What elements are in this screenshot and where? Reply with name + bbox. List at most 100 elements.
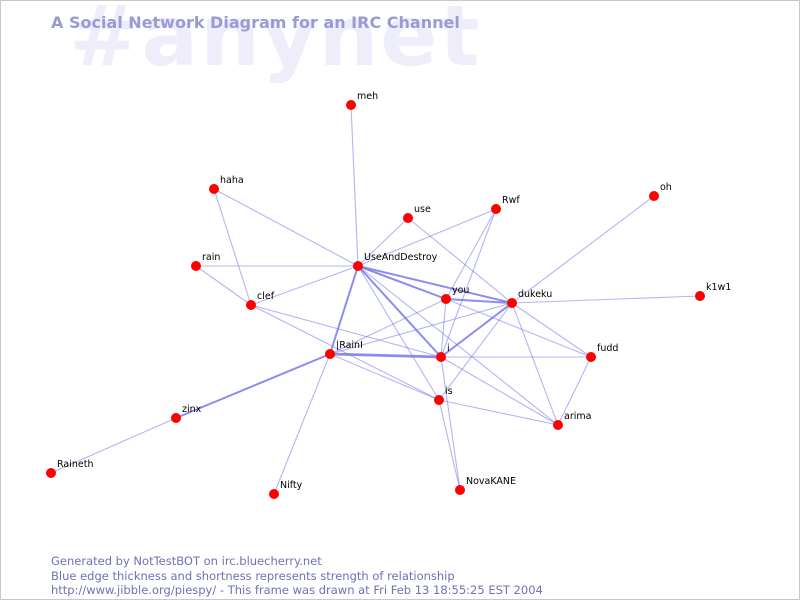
edge-is-NovaKANE — [438, 399, 461, 491]
node-label: i — [447, 343, 450, 354]
node-label: dukeku — [518, 289, 552, 300]
edge-dukeku-IRainI — [329, 302, 513, 355]
node-arima: arima — [553, 411, 591, 430]
edge-use-dukeku — [407, 217, 513, 304]
node-label: Rwf — [502, 195, 520, 206]
edge-dukeku-i — [440, 302, 513, 358]
node-IRainI: |RainI — [325, 340, 363, 359]
edge-clef-UseAndDestroy — [250, 265, 359, 306]
node-dot — [455, 485, 465, 495]
node-Rwf: Rwf — [491, 195, 520, 214]
edge-dukeku-arima — [511, 302, 559, 426]
edges-layer — [50, 104, 701, 495]
node-dukeku: dukeku — [507, 289, 552, 308]
edge-UseAndDestroy-you — [357, 265, 447, 300]
node-zinx: zinx — [171, 404, 202, 423]
edge-use-UseAndDestroy — [357, 217, 409, 267]
edge-IRainI-zinx — [175, 353, 331, 419]
node-dot — [325, 349, 335, 359]
node-meh: meh — [346, 91, 378, 110]
node-label: use — [414, 204, 431, 215]
node-dot — [695, 291, 705, 301]
edge-i-NovaKANE — [440, 356, 461, 491]
node-label: |RainI — [336, 340, 363, 351]
node-oh: oh — [649, 182, 672, 201]
edge-k1w1-dukeku — [511, 295, 701, 304]
node-dot — [491, 204, 501, 214]
nodes-layer: meh haha use Rwf oh rain UseAndDestroy you dukek… — [46, 91, 731, 499]
node-fudd: fudd — [586, 343, 618, 362]
node-dot — [346, 100, 356, 110]
edge-Rwf-UseAndDestroy — [357, 208, 497, 267]
node-clef: clef — [246, 291, 275, 310]
node-label: k1w1 — [706, 282, 731, 293]
node-label: zinx — [182, 404, 202, 415]
node-label: haha — [220, 175, 244, 186]
node-Raineth: Raineth — [46, 459, 93, 478]
edge-IRainI-i — [329, 352, 442, 359]
node-label: rain — [202, 252, 220, 263]
edge-you-dukeku — [445, 298, 513, 304]
node-dot — [403, 213, 413, 223]
node-is: is — [434, 386, 453, 405]
node-dot — [441, 294, 451, 304]
node-dot — [353, 261, 363, 271]
diagram-title: A Social Network Diagram for an IRC Chan… — [51, 13, 460, 32]
node-rain: rain — [191, 252, 220, 271]
edge-rain-clef — [195, 265, 252, 306]
node-label: oh — [660, 182, 672, 193]
node-dot — [171, 413, 181, 423]
edge-i-arima — [440, 356, 559, 426]
edge-haha-clef — [213, 188, 252, 306]
footer-url-timestamp: http://www.jibble.org/piespy/ - This fra… — [51, 583, 543, 597]
edge-zinx-Raineth — [50, 417, 177, 474]
node-NovaKANE: NovaKANE — [455, 476, 516, 495]
edge-clef-is — [250, 304, 440, 401]
node-label: Nifty — [280, 480, 303, 491]
node-label: you — [452, 285, 469, 296]
node-dot — [269, 489, 279, 499]
footer-generated-by: Generated by NotTestBOT on irc.bluecherr… — [51, 554, 322, 568]
node-label: Raineth — [57, 459, 93, 470]
node-dot — [434, 395, 444, 405]
node-label: fudd — [597, 343, 618, 354]
node-dot — [46, 468, 56, 478]
edge-Rwf-i — [440, 208, 497, 358]
node-label: arima — [564, 411, 591, 422]
node-label: NovaKANE — [466, 476, 516, 487]
node-haha: haha — [209, 175, 244, 194]
edge-UseAndDestroy-dukeku — [357, 265, 513, 304]
edge-UseAndDestroy-is — [357, 265, 440, 401]
node-dot — [586, 352, 596, 362]
node-dot — [507, 298, 517, 308]
edge-IRainI-Nifty — [273, 353, 331, 495]
node-label: meh — [357, 91, 378, 102]
edge-you-fudd — [445, 298, 592, 358]
node-label: is — [445, 386, 453, 397]
diagram-footer: Generated by NotTestBOT on irc.bluecherr… — [51, 554, 543, 598]
node-label: UseAndDestroy — [364, 252, 438, 263]
node-Nifty: Nifty — [269, 480, 303, 499]
node-use: use — [403, 204, 431, 223]
edge-IRainI-is — [329, 353, 440, 401]
node-dot — [191, 261, 201, 271]
node-i: i — [436, 343, 450, 362]
node-dot — [209, 184, 219, 194]
node-dot — [649, 191, 659, 201]
edge-dukeku-fudd — [511, 302, 592, 358]
channel-watermark: #anynet — [69, 0, 482, 85]
edge-UseAndDestroy-IRainI — [329, 265, 359, 355]
edge-you-i — [440, 298, 447, 358]
footer-legend-note: Blue edge thickness and shortness repres… — [51, 568, 455, 583]
edge-UseAndDestroy-i — [357, 265, 442, 358]
edge-oh-dukeku — [511, 195, 655, 304]
node-dot — [553, 420, 563, 430]
edge-you-IRainI — [329, 298, 447, 355]
edge-dukeku-is — [438, 302, 513, 401]
edge-fudd-arima — [557, 356, 592, 426]
node-k1w1: k1w1 — [695, 282, 731, 301]
node-you: you — [441, 285, 469, 304]
edge-Rwf-you — [445, 208, 497, 300]
